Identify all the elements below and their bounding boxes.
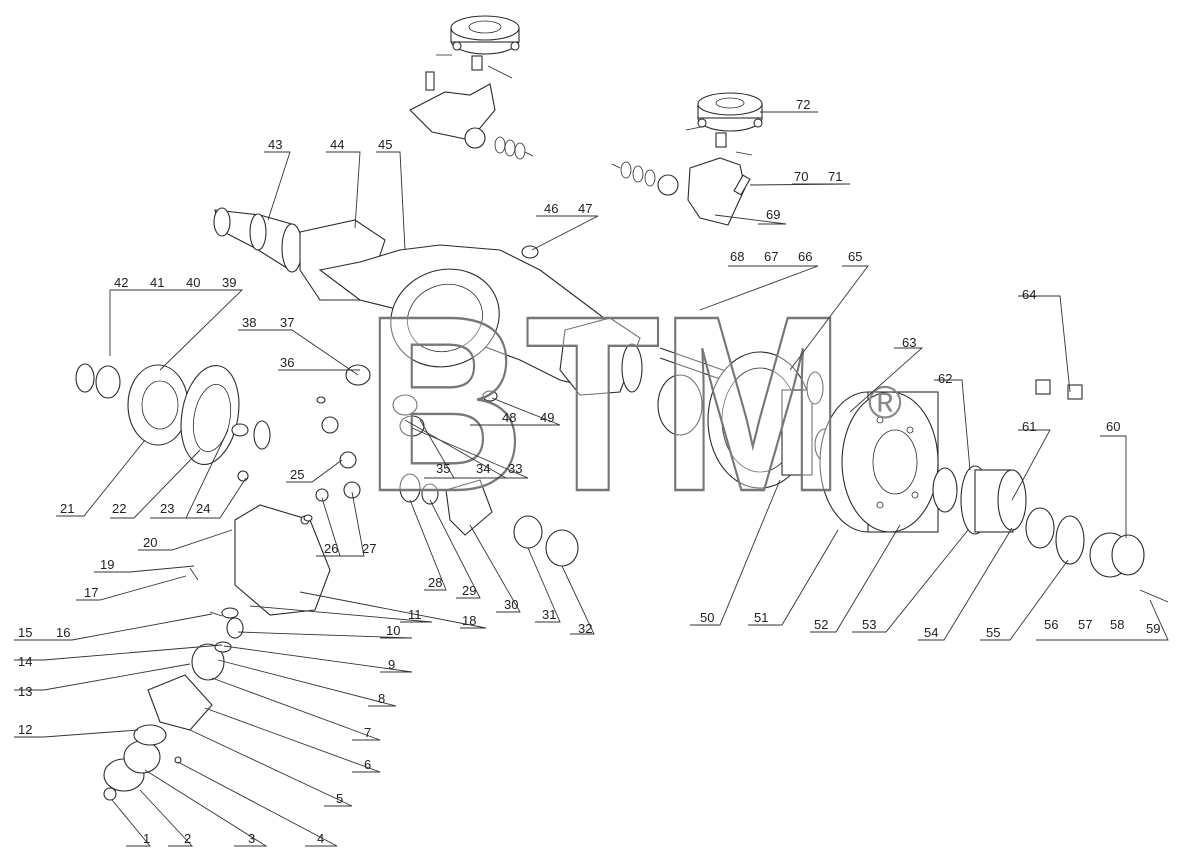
- callout-45: 45: [378, 137, 392, 152]
- callout-7: 7: [364, 725, 371, 740]
- callout-59: 59: [1146, 621, 1160, 636]
- pinion-assembly: [103, 567, 244, 801]
- callout-39: 39: [222, 275, 236, 290]
- callout-34: 34: [476, 461, 490, 476]
- callout-23: 23: [160, 501, 174, 516]
- callout-72: 72: [796, 97, 810, 112]
- callout-58: 58: [1110, 617, 1124, 632]
- btm-watermark: BTM ®: [364, 263, 902, 544]
- callout-50: 50: [700, 610, 714, 625]
- callout-52: 52: [814, 617, 828, 632]
- callout-55: 55: [986, 625, 1000, 640]
- callout-44: 44: [330, 137, 344, 152]
- callout-54: 54: [924, 625, 938, 640]
- callout-numbers: 1 2 3 4 5 6 7 8 9 10 11 12 13 14 15 16 1…: [18, 97, 1160, 846]
- callout-37: 37: [280, 315, 294, 330]
- callout-3: 3: [248, 831, 255, 846]
- watermark-text: BTM: [365, 264, 845, 543]
- callout-17: 17: [84, 585, 98, 600]
- callout-70: 70: [794, 169, 808, 184]
- callout-65: 65: [848, 249, 862, 264]
- callout-48: 48: [502, 410, 516, 425]
- callout-16: 16: [56, 625, 70, 640]
- callout-33: 33: [508, 461, 522, 476]
- callout-62: 62: [938, 371, 952, 386]
- callout-8: 8: [378, 691, 385, 706]
- callout-27: 27: [362, 541, 376, 556]
- callout-57: 57: [1078, 617, 1092, 632]
- callout-41: 41: [150, 275, 164, 290]
- axle-housing: [213, 207, 643, 402]
- callout-15: 15: [18, 625, 32, 640]
- callout-47: 47: [578, 201, 592, 216]
- callout-26: 26: [324, 541, 338, 556]
- callout-30: 30: [504, 597, 518, 612]
- callout-21: 21: [60, 501, 74, 516]
- callout-63: 63: [902, 335, 916, 350]
- callout-10: 10: [386, 623, 400, 638]
- air-chamber-upper-right: [611, 92, 763, 226]
- wheel-hub: [932, 379, 1169, 603]
- callout-49: 49: [540, 410, 554, 425]
- callout-71: 71: [828, 169, 842, 184]
- callout-11: 11: [408, 607, 422, 622]
- brake-drum: [819, 391, 939, 533]
- callout-64: 64: [1022, 287, 1036, 302]
- registered-mark: ®: [868, 376, 902, 428]
- callout-36: 36: [280, 355, 294, 370]
- callout-35: 35: [436, 461, 450, 476]
- callout-22: 22: [112, 501, 126, 516]
- callout-25: 25: [290, 467, 304, 482]
- callout-69: 69: [766, 207, 780, 222]
- leader-lines: [14, 111, 1169, 847]
- callout-61: 61: [1022, 419, 1036, 434]
- callout-31: 31: [542, 607, 556, 622]
- air-chamber-upper-left: [409, 15, 534, 160]
- callout-19: 19: [100, 557, 114, 572]
- callout-29: 29: [462, 583, 476, 598]
- callout-56: 56: [1044, 617, 1058, 632]
- callout-40: 40: [186, 275, 200, 290]
- callout-38: 38: [242, 315, 256, 330]
- callout-18: 18: [462, 613, 476, 628]
- callout-53: 53: [862, 617, 876, 632]
- callout-20: 20: [143, 535, 157, 550]
- callout-14: 14: [18, 654, 32, 669]
- callout-28: 28: [428, 575, 442, 590]
- callout-46: 46: [544, 201, 558, 216]
- callout-24: 24: [196, 501, 210, 516]
- callout-66: 66: [798, 249, 812, 264]
- callout-60: 60: [1106, 419, 1120, 434]
- callout-9: 9: [388, 657, 395, 672]
- callout-68: 68: [730, 249, 744, 264]
- callout-67: 67: [764, 249, 778, 264]
- callout-5: 5: [336, 791, 343, 806]
- callout-6: 6: [364, 757, 371, 772]
- callout-2: 2: [184, 831, 191, 846]
- callout-4: 4: [317, 831, 324, 846]
- differential: [75, 363, 579, 616]
- callout-12: 12: [18, 722, 32, 737]
- callout-32: 32: [578, 621, 592, 636]
- callout-42: 42: [114, 275, 128, 290]
- callout-51: 51: [754, 610, 768, 625]
- callout-43: 43: [268, 137, 282, 152]
- callout-1: 1: [143, 831, 150, 846]
- callout-13: 13: [18, 684, 32, 699]
